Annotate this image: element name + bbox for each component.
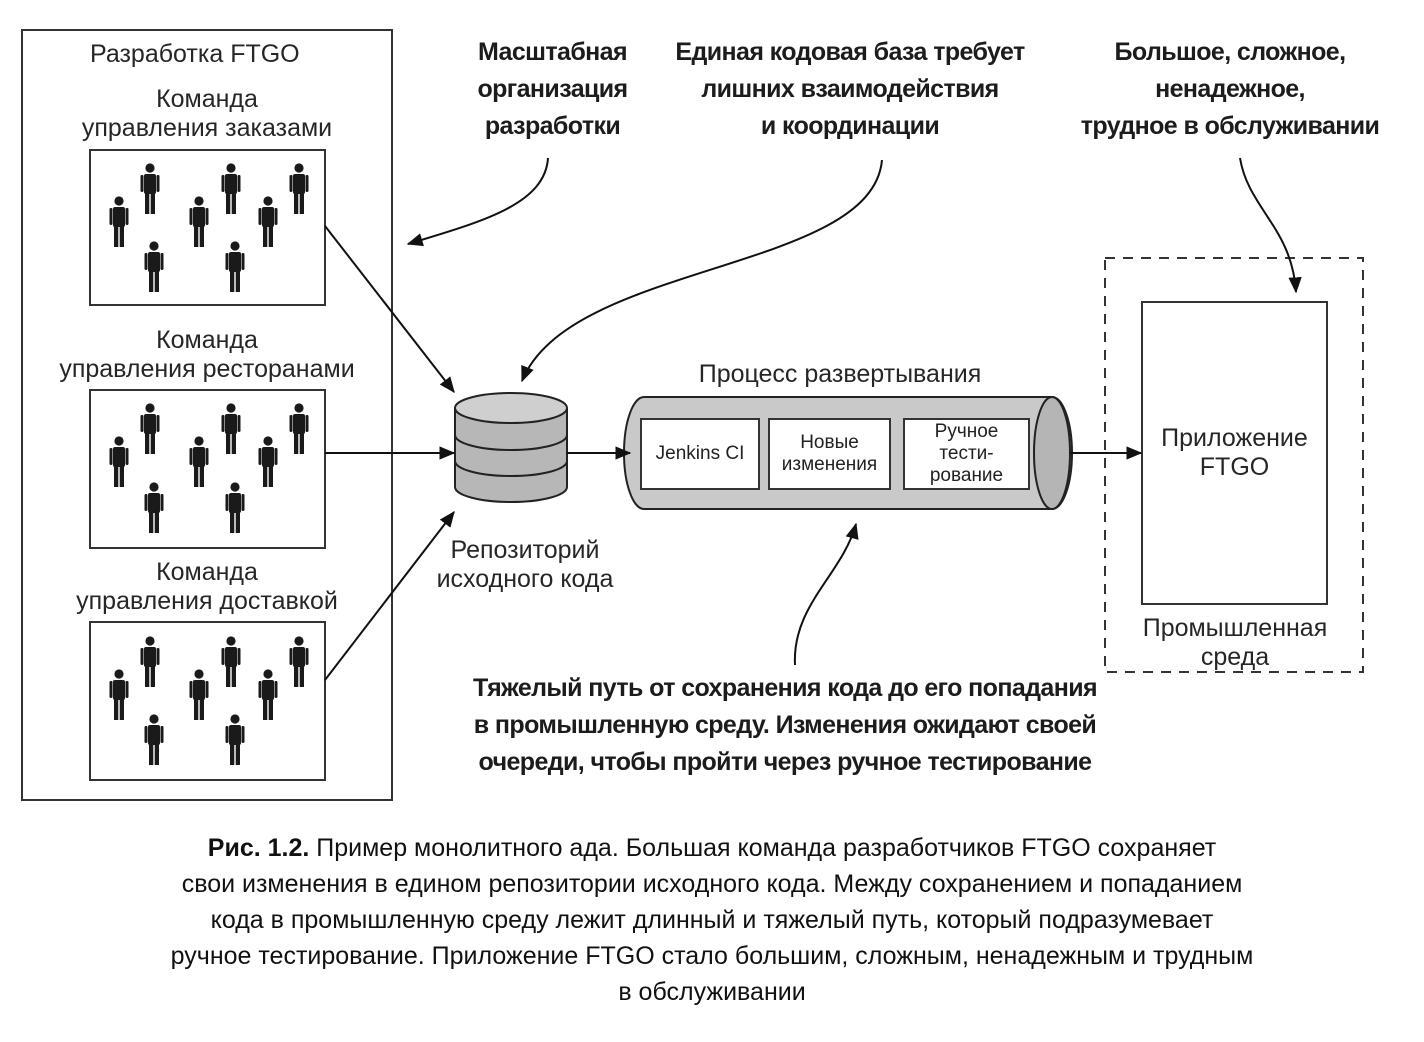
- note-app: Большое, сложное, ненадежное, трудное в …: [1080, 38, 1380, 140]
- team-label-orders: Команда управления заказами: [81, 85, 333, 142]
- arrow-note-path: [793, 522, 859, 666]
- stage-jenkins-ci: Jenkins CI: [640, 418, 760, 490]
- production-env-label: Промышленная среда: [1142, 614, 1328, 671]
- arrow-note-scale: [406, 157, 549, 247]
- team-label-delivery: Команда управления доставкой: [76, 558, 338, 615]
- stage-manual-testing: Ручное тести- рование: [903, 418, 1030, 490]
- arrow-note-codebase: [521, 159, 883, 383]
- note-scale: Масштабная организация разработки: [477, 38, 628, 140]
- development-title: Разработка FTGO: [90, 40, 300, 68]
- caption-prefix: Рис. 1.2.: [207, 834, 310, 862]
- database-icon: [454, 392, 568, 503]
- team-box-restaurants: [89, 389, 326, 549]
- team-label-restaurants: Команда управления ресторанами: [59, 326, 355, 383]
- development-frame: [21, 29, 393, 801]
- ftgo-app-box: [1141, 301, 1328, 605]
- production-env-frame: [1104, 257, 1364, 673]
- arrow-note-app: [1239, 157, 1302, 294]
- arrow-orders-to-repo: [324, 225, 455, 394]
- stage-new-changes: Новые изменения: [768, 418, 891, 490]
- team-box-delivery: [89, 621, 326, 781]
- repo-label: Репозиторий исходного кода: [436, 536, 614, 593]
- team-box-orders: [89, 149, 326, 306]
- arrow-delivery-to-repo: [324, 510, 455, 681]
- note-codebase: Единая кодовая база требует лишних взаим…: [675, 38, 1025, 140]
- note-path: Тяжелый путь от сохранения кода до его п…: [473, 674, 1098, 776]
- figure-caption: Рис. 1.2. Пример монолитного ада. Больша…: [170, 834, 1254, 1006]
- pipeline-title: Процесс развертывания: [698, 360, 982, 388]
- ftgo-app-label: Приложение FTGO: [1161, 424, 1308, 481]
